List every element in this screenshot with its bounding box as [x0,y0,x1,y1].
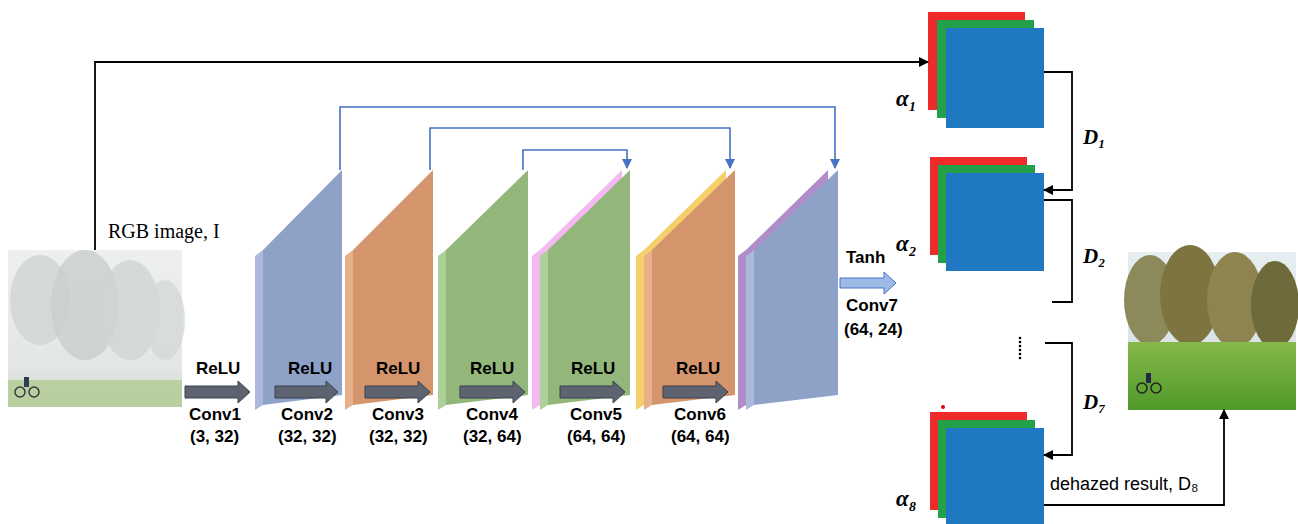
feature-maps [255,170,838,410]
layer-label: Conv5 [570,405,622,425]
output-image: dehazed result, D₈ [1128,252,1296,410]
connector-arrow [1044,72,1072,190]
signal-label: D₇ [1083,390,1106,414]
layer-label: ReLU [288,359,332,379]
layer-label: (64, 64) [671,427,730,447]
node-label: α₁ [896,86,917,112]
layer-label: (64, 64) [567,427,626,447]
node-label: α₈ [896,486,917,512]
alpha-stack: α₈ [928,412,1044,524]
ellipsis-dots [1019,337,1022,360]
node-label: RGB image, I [108,220,220,243]
layer-label: (32, 32) [369,427,428,447]
signal-label: D₂ [1083,244,1106,268]
hazy-image [8,250,185,407]
alpha-stack: α₁ [928,12,1044,128]
layer-label: (32, 64) [463,427,522,447]
layer-label: ReLU [196,359,240,379]
edge-label: D₁ [1081,125,1108,150]
layer-label: (32, 32) [278,427,337,447]
conv-arrows [185,272,896,403]
node-label: α₂ [896,231,917,257]
input-image: RGB image, I [8,250,182,407]
connector-arrow [95,62,928,250]
layer-label: ReLU [676,359,720,379]
layer-label: ReLU [376,359,420,379]
layer-label: Conv7 [846,296,898,316]
layer-label: (64, 24) [844,320,903,340]
connector-arrow [1044,410,1224,505]
alpha-maps [928,12,1044,524]
layer-label: Conv3 [372,405,424,425]
layer-label: Conv2 [281,405,333,425]
alpha-stack: α₂ [928,157,1044,271]
connector-arrow [1044,200,1072,455]
layer-label: ReLU [470,359,514,379]
layer-label: Conv6 [674,405,726,425]
layer-label: Conv4 [466,405,518,425]
layer-label: Tanh [846,248,885,268]
dehazed-image [1124,245,1298,410]
layer-label: ReLU [571,359,615,379]
skip-connections [340,107,835,170]
node-label: dehazed result, D₈ [1050,474,1199,495]
layer-label: (3, 32) [190,427,239,447]
layer-label: Conv1 [189,405,241,425]
